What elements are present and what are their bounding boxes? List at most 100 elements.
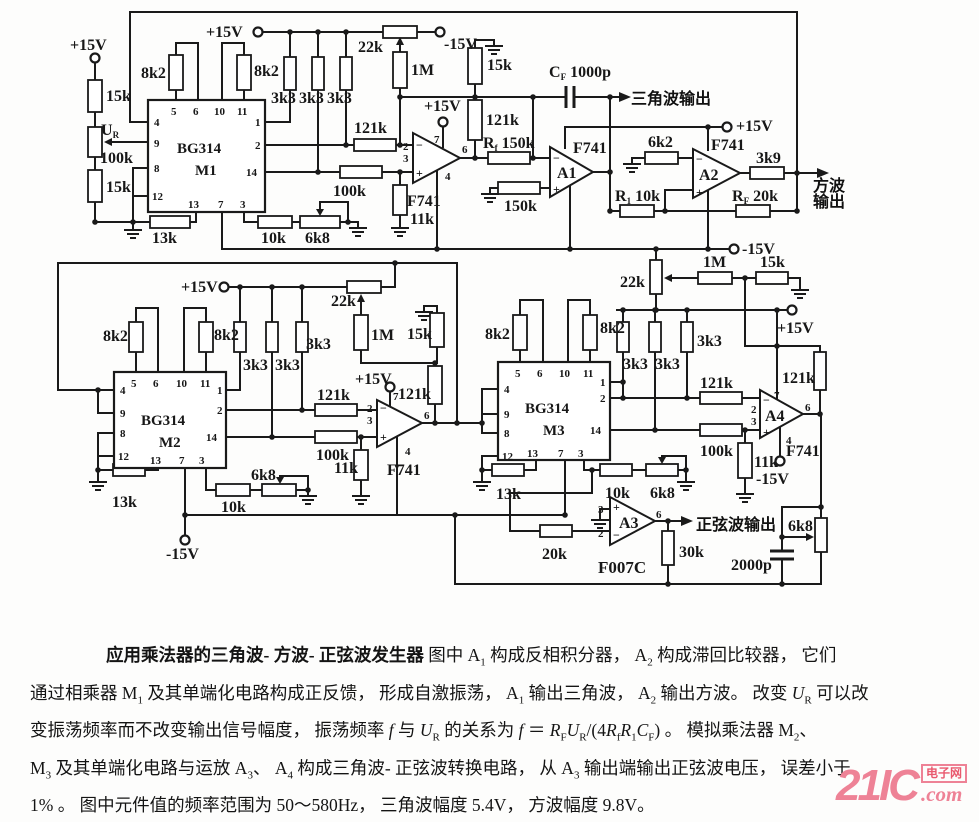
schematic-label: 5 <box>131 378 137 390</box>
schematic-label: 10k <box>221 499 246 516</box>
ic-boxes <box>112 98 612 470</box>
schematic-label: 2 <box>403 141 409 153</box>
schematic-label: 2 <box>598 528 604 540</box>
schematic-label: 13 <box>188 199 200 211</box>
schematic-label: F741 <box>786 443 820 460</box>
resistors <box>87 25 828 566</box>
schematic-label: 2 <box>255 140 261 152</box>
schematic-label: 3 <box>199 455 205 467</box>
schematic-label: F007C <box>598 558 646 577</box>
wires <box>57 11 822 585</box>
schematic-label: 3k3 <box>299 90 324 107</box>
schematic-label: 3k3 <box>623 356 648 373</box>
schematic-label: 10 <box>559 368 571 380</box>
schematic-label: A1 <box>557 165 577 182</box>
schematic-label: 121k <box>700 375 733 392</box>
schematic-label: 100k <box>316 447 349 464</box>
schematic-label: RF​ 20k <box>732 188 778 206</box>
opamp-triangles <box>376 131 806 547</box>
schematic-label: 121k <box>317 387 350 404</box>
schematic-label: 6 <box>153 378 159 390</box>
capacitor-plates <box>564 86 794 561</box>
schematic-label: − <box>380 401 387 415</box>
schematic-label: 121k <box>398 386 431 403</box>
schematic-label: 11 <box>200 378 210 390</box>
schematic-label: 3 <box>751 416 757 428</box>
schematic-label: 正弦波输出 <box>696 515 776 534</box>
schematic-label: 100k <box>333 183 366 200</box>
schematic-label: − <box>553 151 560 165</box>
schematic-label: 15k <box>407 326 432 343</box>
schematic-label: + <box>380 430 387 444</box>
schematic-label: 22k <box>331 293 356 310</box>
schematic-label: 3k3 <box>327 90 352 107</box>
schematic-label: +15V <box>70 37 107 54</box>
schematic-label: 8k2 <box>141 65 166 82</box>
schematic-label: 9 <box>504 409 510 421</box>
schematic-label: + <box>696 185 703 199</box>
schematic-label: 7 <box>434 134 440 146</box>
schematic-label: 3 <box>240 199 246 211</box>
caption-line: 变振荡频率而不改变输出信号幅度， 振荡频率 f 与 UR 的关系为 f ＝ RF… <box>30 720 817 744</box>
schematic-label: 三角波输出 <box>631 89 711 108</box>
schematic-label: 3 <box>403 153 409 165</box>
schematic-label: A3 <box>619 515 639 532</box>
schematic-label: 8k2 <box>485 326 510 343</box>
schematic-label: UR​ <box>101 122 120 140</box>
schematic-label: 4 <box>120 385 126 397</box>
schematic-label: 8k2 <box>214 327 239 344</box>
schematic-label: 3k9 <box>756 150 781 167</box>
schematic-label: 11k <box>334 460 358 477</box>
schematic-label: + <box>553 182 560 196</box>
21ic-cn-badge: 电子网 <box>920 764 967 783</box>
schematic-label: A2 <box>699 167 719 184</box>
schematic-label: M3 <box>543 423 565 439</box>
schematic-label: F741 <box>387 462 421 479</box>
schematic-label: 2 <box>600 393 606 405</box>
schematic-label: +15V <box>424 98 461 115</box>
schematic-label: 11k <box>410 211 434 228</box>
schematic-label: +15V <box>777 320 814 337</box>
schematic-label: BG314 <box>177 141 222 157</box>
schematic-label: +15V <box>206 24 243 41</box>
schematic-label: BG314 <box>525 401 570 417</box>
21ic-watermark: 21IC 电子网 .com <box>836 764 967 808</box>
schematic-label: 6k8 <box>305 230 330 247</box>
schematic-label: -15V <box>166 546 199 563</box>
schematic-label: 1M <box>703 254 726 271</box>
schematic-label: CF​ 1000p <box>549 64 611 82</box>
schematic-label: 6 <box>805 402 811 414</box>
schematic-label: 6k2 <box>648 134 673 151</box>
schematic-label: 13 <box>527 448 539 460</box>
schematic-label: 15k <box>760 254 785 271</box>
schematic-label: − <box>416 138 423 152</box>
schematic-label: 8 <box>120 428 126 440</box>
schematic-label: 4 <box>504 384 510 396</box>
schematic-label: 9 <box>120 408 126 420</box>
schematic-label: 20k <box>542 546 567 563</box>
schematic-label: 方波 <box>813 176 846 195</box>
schematic-label: 121k <box>486 112 519 129</box>
schematic-label: F741 <box>573 140 607 157</box>
schematic-label: 10 <box>176 378 188 390</box>
schematic-label: 3k3 <box>306 336 331 353</box>
schematic-label: 3 <box>367 415 373 427</box>
schematic-label: 12 <box>152 191 164 203</box>
schematic-label: 14 <box>206 432 218 444</box>
schematic-label: 22k <box>358 39 383 56</box>
schematic-label: − <box>613 528 620 542</box>
schematic-label: 9 <box>154 138 160 150</box>
schematic-label: 3 <box>578 448 584 460</box>
schematic-label: +15V <box>736 118 773 135</box>
schematic-label: 13 <box>150 455 162 467</box>
schematic-label: 12 <box>118 451 130 463</box>
schematic-label: + <box>416 166 423 180</box>
schematic-label: 3k3 <box>243 357 268 374</box>
schematic-label: +15V <box>355 371 392 388</box>
schematic-label: 7 <box>558 448 564 460</box>
schematic-label: 22k <box>620 274 645 291</box>
ground-symbols <box>89 40 809 529</box>
schematic-label: 6 <box>537 368 543 380</box>
schematic-label: 121k <box>782 370 815 387</box>
